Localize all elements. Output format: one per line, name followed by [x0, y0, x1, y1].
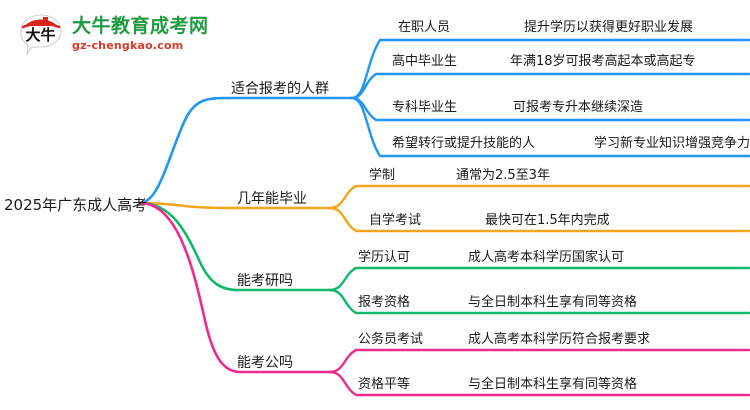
leaf-key[interactable]: 高中毕业生: [392, 54, 458, 69]
logo-mark-icon: 大牛: [18, 12, 64, 57]
branch-node-postgrad-eligibility[interactable]: 能考研吗: [237, 273, 293, 289]
leaf-key[interactable]: 报考资格: [358, 295, 411, 310]
leaf-value: 提升学历以获得更好职业发展: [524, 20, 694, 35]
leaf-value: 可报考专升本继续深造: [513, 100, 644, 115]
svg-text:大牛: 大牛: [25, 26, 55, 44]
mindmap-root-node[interactable]: 2025年广东成人高考: [4, 196, 148, 214]
leaf-key[interactable]: 公务员考试: [358, 332, 424, 347]
branch-node-suitable-applicants[interactable]: 适合报考的人群: [231, 81, 329, 97]
leaf-value: 成人高考本科学历国家认可: [468, 250, 625, 265]
leaf-key[interactable]: 资格平等: [358, 377, 411, 392]
leaf-value: 成人高考本科学历符合报考要求: [468, 332, 651, 347]
leaf-key[interactable]: 希望转行或提升技能的人: [392, 136, 536, 151]
leaf-value: 与全日制本科生享有同等资格: [468, 377, 638, 392]
leaf-key[interactable]: 在职人员: [398, 20, 451, 35]
logo-wordmark: 大牛教育成考网 gz-chengkao.com: [72, 15, 209, 52]
branch-node-graduation-years[interactable]: 几年能毕业: [237, 191, 307, 207]
leaf-value: 与全日制本科生享有同等资格: [468, 295, 638, 310]
site-logo: 大牛 大牛教育成考网 gz-chengkao.com: [18, 8, 248, 60]
leaf-key[interactable]: 自学考试: [369, 213, 422, 228]
branch-node-civil-service-eligibility[interactable]: 能考公吗: [237, 355, 293, 371]
leaf-key[interactable]: 学历认可: [358, 250, 411, 265]
logo-subtitle: gz-chengkao.com: [72, 39, 184, 52]
leaf-value: 年满18岁可报考高起本或高起专: [510, 54, 696, 69]
leaf-value: 通常为2.5至3年: [456, 168, 550, 183]
logo-title: 大牛教育成考网: [72, 15, 209, 37]
leaf-key[interactable]: 专科毕业生: [392, 100, 458, 115]
leaf-value: 学习新专业知识增强竞争力: [594, 136, 750, 151]
leaf-value: 最快可在1.5年内完成: [485, 213, 610, 228]
leaf-key[interactable]: 学制: [369, 168, 396, 183]
